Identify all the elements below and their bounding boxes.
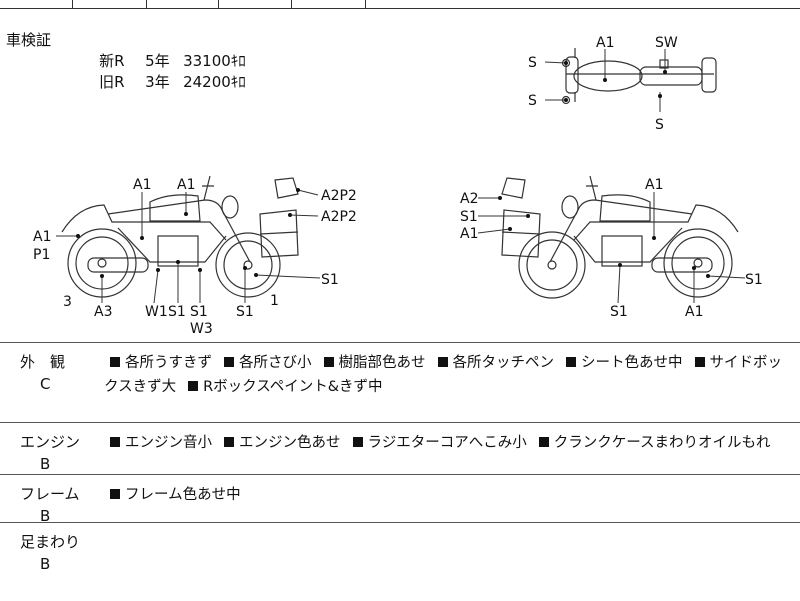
section-engine: エンジン B エンジン音小 エンジン色あせ ラジエターコアへこみ小 クランクケースまわ… xyxy=(0,422,800,475)
condition-note: ラジエターコアへこみ小 xyxy=(347,435,527,451)
bullet-square-icon xyxy=(188,381,199,391)
callout-lines xyxy=(56,49,746,304)
section-exterior: 外 観 C 各所うすきず 各所さび小 樹脂部色あせ 各所タッチペン シート色あせ中サイド… xyxy=(0,342,800,423)
section-grade: C xyxy=(40,375,51,393)
condition-note: エンジン音小 xyxy=(104,435,212,451)
condition-note: クランクケースまわりオイルもれ xyxy=(533,435,771,451)
damage-label: A2P2 xyxy=(321,188,357,204)
damage-label: A1 xyxy=(33,229,51,245)
damage-label: A1 xyxy=(596,35,614,51)
condition-note: エンジン色あせ xyxy=(218,435,341,451)
section-grade: B xyxy=(40,455,51,473)
damage-label: A1 xyxy=(177,177,195,193)
condition-note-text: クランクケースまわりオイルもれ xyxy=(553,435,771,451)
section-notes: 各所うすきず 各所さび小 樹脂部色あせ 各所タッチペン シート色あせ中サイドボックスきず… xyxy=(104,351,796,399)
inspection-years: 5年 xyxy=(145,52,170,70)
bullet-square-icon xyxy=(110,437,120,447)
bullet-square-icon xyxy=(224,437,234,447)
condition-note-text: Rボックスペイント&きず中 xyxy=(203,379,383,395)
damage-label: S xyxy=(528,93,537,109)
inspection-type: 旧R xyxy=(99,73,125,91)
condition-note-text: サイドボックスきず大 xyxy=(104,355,782,395)
inspection-info: 車検証 新R 5年 33100ｷﾛ 旧R 3年 24200ｷﾛ xyxy=(6,30,246,114)
damage-label: 3 xyxy=(63,294,72,310)
section-name: エンジン xyxy=(20,433,81,451)
section-name: 足まわり xyxy=(20,533,81,551)
motorcycle-right-view xyxy=(501,175,739,299)
condition-note-text: 各所さび小 xyxy=(239,355,312,371)
damage-label: S1 xyxy=(168,304,186,320)
damage-label: A1 xyxy=(645,177,663,193)
section-suspension: 足まわり B xyxy=(0,522,800,601)
damage-label: A2P2 xyxy=(321,209,357,225)
section-name: フレーム xyxy=(20,485,80,503)
inspection-years: 3年 xyxy=(145,73,170,91)
condition-note-text: 各所タッチペン xyxy=(452,355,555,371)
condition-note: 各所タッチペン xyxy=(432,355,555,371)
damage-label: 1 xyxy=(270,293,279,309)
bullet-square-icon xyxy=(323,357,334,367)
motorcycle-left-view xyxy=(61,175,299,298)
bullet-square-icon xyxy=(538,437,549,447)
damage-diagram: A1 SW S S S A1 A1 A2P2 A2P2 A1 P1 3 A3 W… xyxy=(33,35,763,337)
condition-note-text: エンジン色あせ xyxy=(239,435,341,451)
condition-note-text: 樹脂部色あせ xyxy=(338,355,426,371)
diagram-labels: A1 SW S S S A1 A1 A2P2 A2P2 A1 P1 3 A3 W… xyxy=(33,35,763,337)
condition-note-text: 各所うすきず xyxy=(125,355,212,371)
condition-note: フレーム色あせ中 xyxy=(104,487,241,503)
motorcycle-top-view xyxy=(561,48,717,105)
bullet-square-icon xyxy=(437,357,448,367)
bullet-square-icon xyxy=(352,437,363,447)
damage-label: S1 xyxy=(745,272,763,288)
section-notes: フレーム色あせ中 xyxy=(104,483,796,507)
damage-label: A1 xyxy=(685,304,703,320)
section-frame: フレーム B フレーム色あせ中 xyxy=(0,474,800,525)
bullet-square-icon xyxy=(224,357,234,367)
damage-label: W3 xyxy=(190,321,213,337)
condition-note-text: シート色あせ中 xyxy=(581,355,683,371)
damage-label: S1 xyxy=(610,304,628,320)
condition-note: Rボックスペイント&きず中 xyxy=(182,379,383,395)
condition-note: シート色あせ中 xyxy=(560,355,683,371)
condition-note: 各所うすきず xyxy=(104,355,212,371)
damage-label: S1 xyxy=(190,304,208,320)
damage-label: A2 xyxy=(460,191,478,207)
damage-label: W1 xyxy=(145,304,168,320)
condition-note-text: エンジン音小 xyxy=(125,435,212,451)
callout-dots xyxy=(76,61,710,278)
inspection-km: 33100ｷﾛ xyxy=(183,52,246,70)
condition-note: 各所さび小 xyxy=(218,355,312,371)
header-divider xyxy=(0,8,800,9)
header-table-remnant xyxy=(0,0,800,8)
condition-note: 樹脂部色あせ xyxy=(318,355,426,371)
bullet-square-icon xyxy=(566,357,576,367)
inspection-label: 車検証 xyxy=(6,31,52,49)
damage-label: A1 xyxy=(133,177,151,193)
damage-label: P1 xyxy=(33,247,50,263)
section-notes: エンジン音小 エンジン色あせ ラジエターコアへこみ小 クランクケースまわりオイルもれ xyxy=(104,431,796,455)
damage-label: SW xyxy=(655,35,678,51)
condition-note: サイドボックスきず大 xyxy=(104,355,782,395)
damage-label: S1 xyxy=(321,272,339,288)
section-name: 外 観 xyxy=(20,353,66,371)
section-grade: B xyxy=(40,507,51,525)
inspection-type: 新R xyxy=(99,52,125,70)
damage-label: S xyxy=(655,117,664,133)
bullet-square-icon xyxy=(110,357,120,367)
damage-label: S xyxy=(528,55,537,71)
bullet-square-icon xyxy=(694,357,705,367)
damage-label: S1 xyxy=(460,209,478,225)
damage-label: S1 xyxy=(236,304,254,320)
damage-label: A1 xyxy=(460,226,478,242)
bullet-square-icon xyxy=(110,489,120,499)
condition-note-text: ラジエターコアへこみ小 xyxy=(367,435,527,451)
inspection-row-old: 旧R 3年 24200ｷﾛ xyxy=(80,51,246,114)
condition-note-text: フレーム色あせ中 xyxy=(125,487,241,503)
inspection-km: 24200ｷﾛ xyxy=(183,73,246,91)
section-grade: B xyxy=(40,555,51,573)
damage-label: A3 xyxy=(94,304,112,320)
inspection-row-new: 新R 5年 33100ｷﾛ xyxy=(80,30,246,93)
